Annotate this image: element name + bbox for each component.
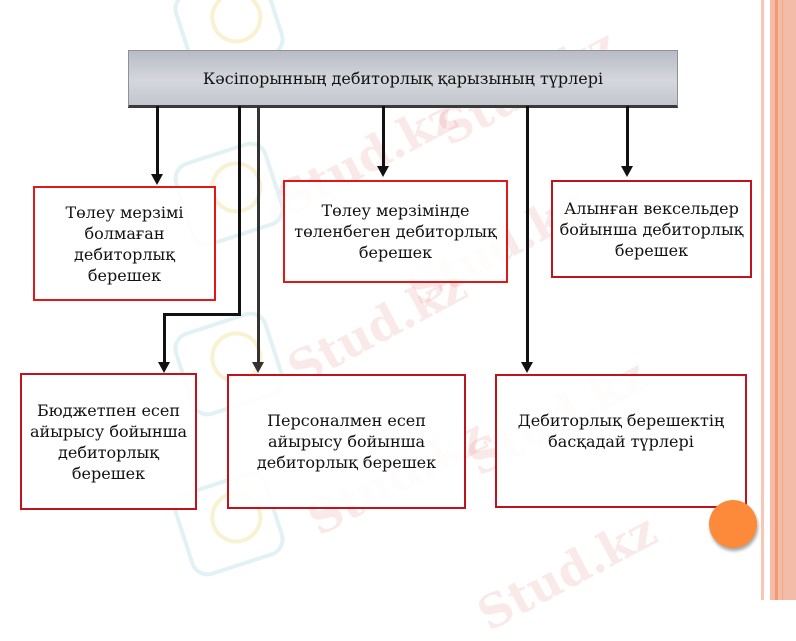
decor-stripe [761,0,764,600]
debt-type-box-other: Дебиторлық берешектің басқадай түрлері [495,374,747,508]
connector-line [156,106,159,174]
connector-line [257,106,260,362]
decor-stripe [782,0,783,600]
watermark-text: Stud.kz [468,502,666,641]
arrow-down-icon [252,362,264,373]
connector-line [238,106,241,316]
arrow-down-icon [158,362,170,373]
diagram-title: Кәсіпорынның дебиторлық қарызының түрлер… [128,50,678,108]
connector-line [526,106,529,362]
debt-type-box-overdue: Төлеу мерзімінде төленбеген дебиторлық б… [283,180,508,283]
connector-line [626,106,629,166]
arrow-down-icon [521,362,533,373]
arrow-down-icon [377,166,389,177]
arrow-down-icon [621,166,633,177]
arrow-down-icon [151,174,163,185]
debt-type-box-budget: Бюджетпен есеп айырысу бойынша дебиторлы… [20,373,197,510]
debt-type-box-bills: Алынған вексельдер бойынша дебиторлық бе… [551,180,752,278]
connector-line [382,106,385,166]
debt-type-box-personnel: Персоналмен есеп айырысу бойынша дебитор… [227,374,466,509]
connector-line [163,313,241,316]
connector-line [163,313,166,363]
debt-type-box-no-term: Төлеу мерзімі болмаған дебиторлық береше… [33,186,216,301]
diagram-title-text: Кәсіпорынның дебиторлық қарызының түрлер… [202,68,604,88]
decor-stripe [775,0,778,600]
decor-circle [709,500,757,548]
decor-stripe [770,0,796,600]
